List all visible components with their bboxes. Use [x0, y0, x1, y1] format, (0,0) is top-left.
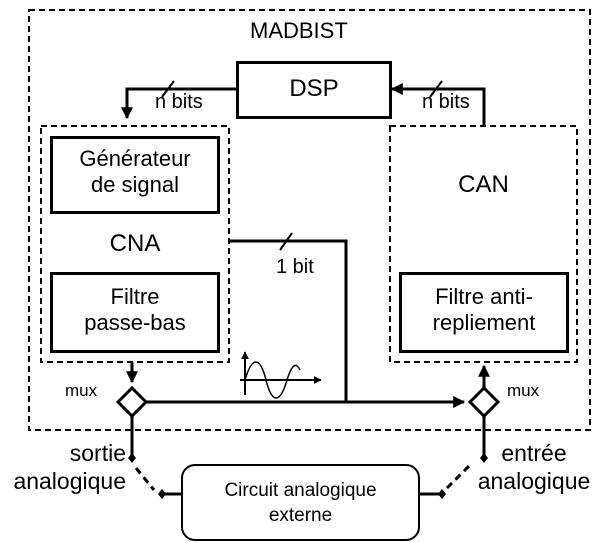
- generator-label-line1: Générateur: [79, 146, 191, 171]
- external-circuit-label: Circuit analogique externe: [181, 479, 420, 528]
- bus-label-mid: 1 bit: [276, 256, 314, 278]
- bus-label-left: n bits: [155, 91, 203, 113]
- cna-boundary: [40, 125, 230, 363]
- bus-line-left: [121, 87, 236, 120]
- bus-slash-left: [161, 80, 175, 98]
- bus-slash-mid: [279, 232, 293, 251]
- cna-label: CNA: [109, 230, 161, 257]
- input-label-line2: analogique: [477, 467, 591, 494]
- mux-left-diamond: [115, 385, 149, 419]
- mux-left-label: mux: [65, 381, 98, 400]
- mux-right-label: mux: [507, 381, 540, 400]
- generator-box: [50, 136, 220, 214]
- input-label-line1: entrée: [501, 440, 567, 466]
- antialias-label-line2: repliement: [432, 310, 536, 336]
- bus-slash-right: [429, 80, 443, 98]
- lowpass-filter-label: Filtre passe-bas: [50, 284, 220, 337]
- external-label-line1: Circuit analogique: [224, 480, 377, 501]
- output-label-line1: sortie: [69, 440, 126, 466]
- can-label: CAN: [458, 171, 509, 198]
- bus-label-right: n bits: [422, 91, 470, 113]
- bus-line-right: [390, 83, 486, 126]
- output-label-line2: analogique: [13, 467, 126, 494]
- one-bit-line: [229, 239, 348, 402]
- sine-wave-icon: [240, 351, 322, 399]
- antialias-filter-label: Filtre anti- repliement: [399, 284, 569, 337]
- dsp-label: DSP: [289, 75, 339, 102]
- lowpass-label-line2: passe-bas: [84, 310, 186, 336]
- output-terminal-top: [128, 453, 136, 463]
- madbist-boundary: [28, 9, 591, 431]
- generator-label-line2: de signal: [90, 172, 180, 198]
- analog-output-label: sortie analogique: [6, 440, 126, 495]
- output-dashed-link: [134, 467, 156, 491]
- dsp-box: [236, 61, 392, 119]
- input-terminal-bottom: [438, 489, 446, 499]
- lowpass-label-line1: Filtre: [110, 284, 160, 309]
- external-circuit-box: [181, 464, 420, 541]
- mux-right-diamond: [467, 385, 501, 419]
- generator-label: Générateur de signal: [50, 146, 220, 199]
- analog-input-label: entrée analogique: [470, 440, 598, 495]
- antialias-filter-box: [399, 272, 569, 353]
- madbist-label: MADBIST: [250, 18, 348, 43]
- input-dashed-link: [445, 463, 472, 490]
- lowpass-filter-box: [50, 272, 220, 353]
- antialias-label-line1: Filtre anti-: [435, 284, 533, 309]
- external-label-line2: externe: [268, 504, 333, 526]
